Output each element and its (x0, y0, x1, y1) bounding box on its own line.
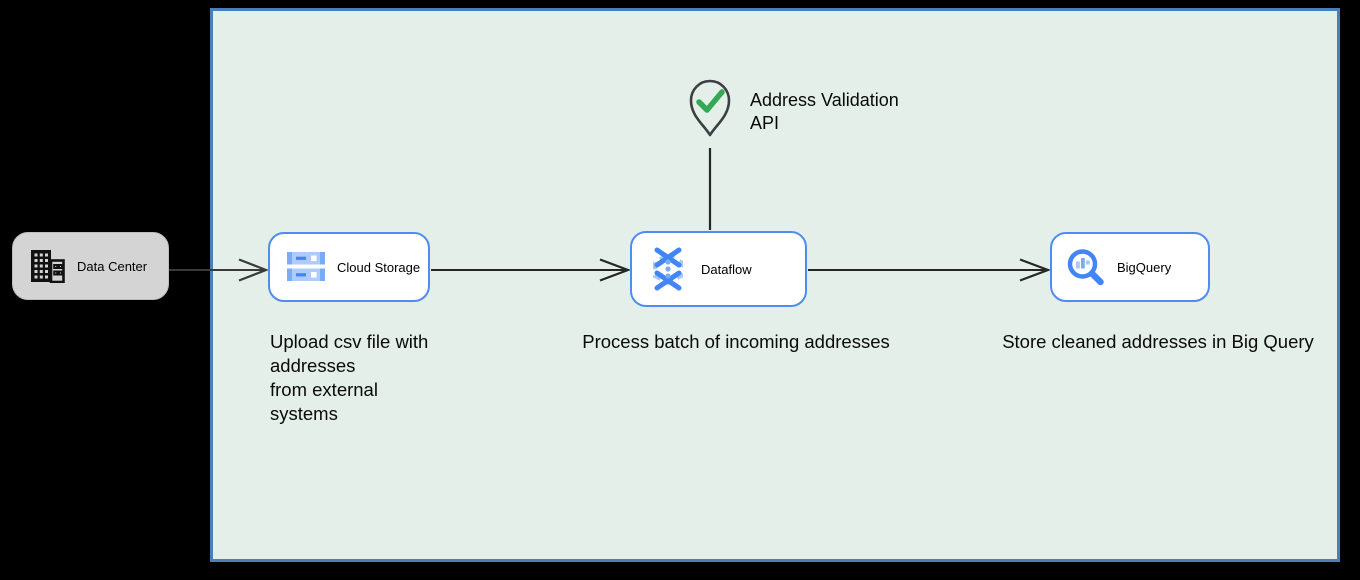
bigquery-icon (1067, 249, 1104, 286)
node-dataflow: Dataflow (630, 231, 807, 307)
caption-upload-line-1: Upload csv file with (270, 331, 429, 352)
caption-upload-line-4: systems (270, 403, 338, 424)
node-label-bigquery: BigQuery (1117, 259, 1172, 275)
annotation-address-validation-api: Address Validation API (750, 89, 899, 135)
building-icon (31, 250, 65, 283)
node-label-cloud-storage: Cloud Storage (337, 259, 421, 275)
location-pin-check-icon (689, 79, 731, 137)
node-label-dataflow: Dataflow (701, 261, 752, 277)
annotation-line-2: API (750, 113, 780, 133)
caption-upload-line-3: from external (270, 379, 378, 400)
cloud-storage-icon (287, 252, 325, 281)
dataflow-icon (653, 247, 683, 291)
node-cloud-storage: Cloud Storage (268, 232, 430, 302)
node-label-data-center: Data Center (77, 258, 148, 274)
caption-store-bigquery: Store cleaned addresses in Big Query (1002, 331, 1314, 352)
node-data-center: Data Center (12, 232, 169, 300)
caption-upload-csv: Upload csv file with addresses from exte… (270, 330, 500, 426)
caption-upload-line-2: addresses (270, 355, 356, 376)
caption-process-batch: Process batch of incoming addresses (582, 331, 890, 352)
node-bigquery: BigQuery (1050, 232, 1210, 302)
annotation-line-1: Address Validation (750, 90, 899, 110)
